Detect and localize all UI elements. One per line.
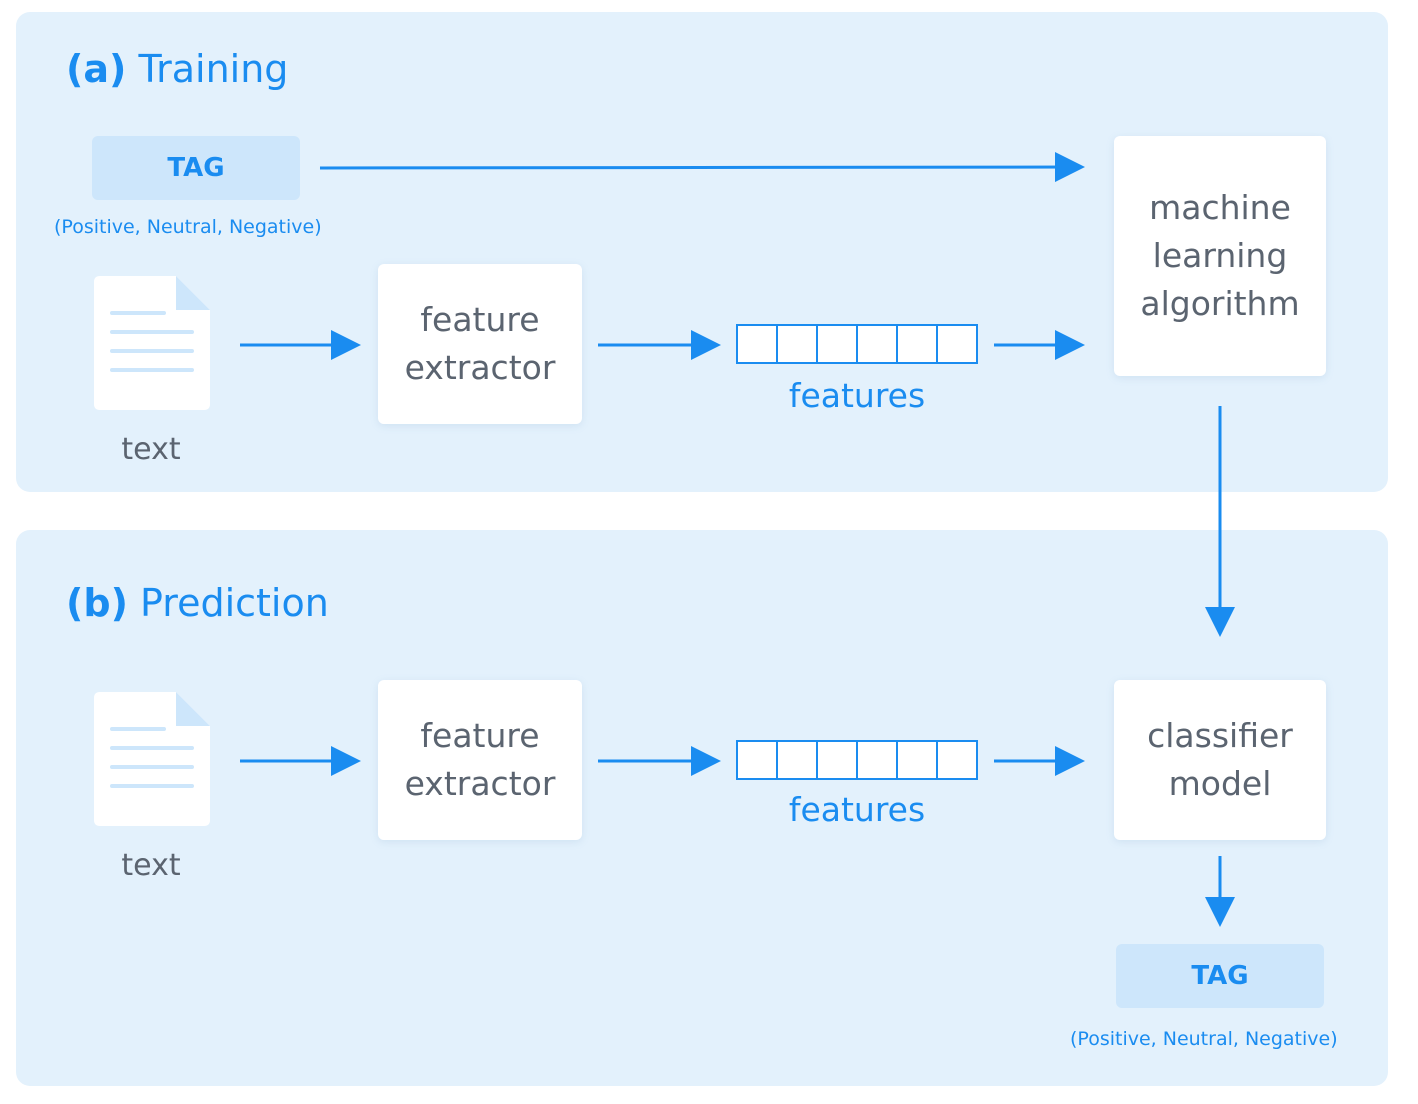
- training-feature-vector: [736, 324, 978, 364]
- prediction-tag-note: (Positive, Neutral, Negative): [1070, 1028, 1338, 1050]
- prediction-doc-label: text: [121, 848, 181, 883]
- prediction-title-label: Prediction: [140, 581, 329, 625]
- training-title-label: Training: [138, 47, 289, 91]
- prediction-feature-extractor: feature extractor: [378, 680, 582, 840]
- prediction-feature-vector: [736, 740, 978, 780]
- classifier-model-box: classifier model: [1114, 680, 1326, 840]
- arrow-right-icon: [319, 152, 1085, 183]
- training-feature-extractor: feature extractor: [378, 264, 582, 424]
- training-feature-extractor-label: feature extractor: [404, 300, 556, 387]
- training-features-label: features: [788, 376, 926, 415]
- training-tag-note: (Positive, Neutral, Negative): [54, 216, 322, 238]
- training-title-prefix: (a): [66, 47, 127, 91]
- ml-algorithm-box: machine learning algorithm: [1114, 136, 1326, 376]
- prediction-title: (b) Prediction: [66, 584, 329, 622]
- prediction-tag: TAG: [1116, 944, 1324, 1008]
- training-tag: TAG: [92, 136, 300, 200]
- ml-algorithm-label: machine learning algorithm: [1140, 188, 1300, 323]
- training-title: (a) Training: [66, 50, 288, 88]
- prediction-feature-extractor-label: feature extractor: [404, 716, 556, 803]
- classifier-model-label: classifier model: [1147, 716, 1293, 803]
- prediction-features-label: features: [788, 790, 926, 829]
- document-icon: [94, 692, 210, 826]
- prediction-title-prefix: (b): [66, 581, 128, 625]
- document-icon: [94, 276, 210, 410]
- training-doc-label: text: [121, 432, 181, 467]
